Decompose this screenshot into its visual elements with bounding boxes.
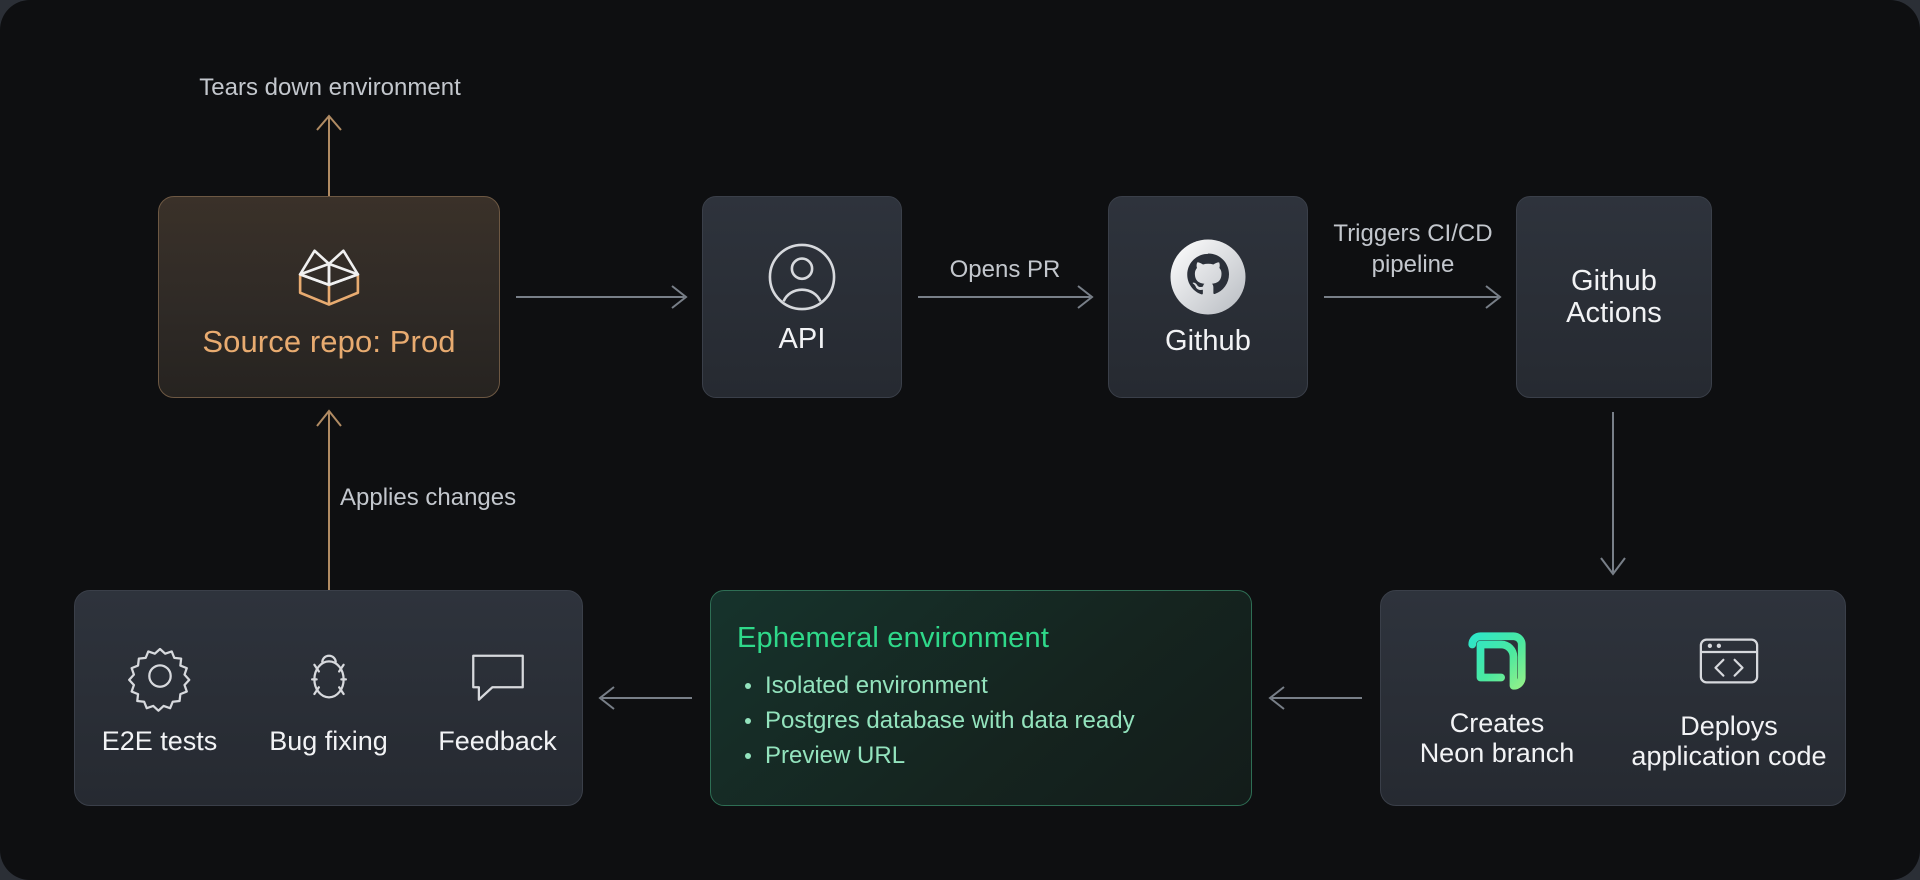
ephemeral-title: Ephemeral environment bbox=[737, 622, 1050, 655]
speech-bubble-icon bbox=[462, 640, 534, 712]
node-source-repo-label: Source repo: Prod bbox=[202, 323, 456, 359]
edge-deploy-to-ephemeral bbox=[1268, 686, 1362, 710]
tile-creates-neon-branch-label: Creates Neon branch bbox=[1420, 708, 1575, 768]
package-box-icon bbox=[287, 235, 371, 319]
code-window-icon bbox=[1693, 625, 1765, 697]
github-octocat-icon bbox=[1168, 237, 1248, 317]
edge-applies-changes bbox=[316, 409, 342, 590]
tile-bug-fixing-label: Bug fixing bbox=[269, 725, 388, 756]
edge-api-to-github bbox=[918, 285, 1094, 309]
tile-feedback-label: Feedback bbox=[438, 725, 557, 756]
tile-creates-neon-branch[interactable]: Creates Neon branch bbox=[1381, 628, 1613, 768]
tile-feedback[interactable]: Feedback bbox=[413, 640, 582, 756]
neon-logo-icon bbox=[1464, 628, 1530, 694]
edge-label-triggers-pipeline: Triggers CI/CD pipeline bbox=[1333, 220, 1493, 278]
edge-github-to-actions bbox=[1324, 285, 1502, 309]
node-github-actions-label-line2: Actions bbox=[1566, 297, 1662, 329]
list-item: Postgres database with data ready bbox=[737, 704, 1135, 739]
tile-bug-fixing[interactable]: Bug fixing bbox=[244, 640, 413, 756]
ephemeral-bullet-list: Isolated environment Postgres database w… bbox=[737, 669, 1135, 773]
tile-deploys-application-code-label: Deploys application code bbox=[1631, 711, 1826, 771]
node-github-label: Github bbox=[1164, 324, 1252, 357]
edge-source-to-api bbox=[516, 285, 688, 309]
tile-deploys-application-code-line2: application code bbox=[1631, 741, 1827, 771]
node-source-repo[interactable]: Source repo: Prod bbox=[158, 196, 500, 398]
tile-creates-neon-branch-line2: Neon branch bbox=[1419, 738, 1575, 768]
edge-tears-down bbox=[316, 114, 342, 196]
tile-deploys-application-code[interactable]: Deploys application code bbox=[1613, 625, 1845, 771]
node-github-actions-label-line1: Github bbox=[1570, 264, 1658, 297]
node-github[interactable]: Github bbox=[1108, 196, 1308, 398]
edge-label-applies-changes: Applies changes bbox=[340, 484, 517, 511]
edge-label-opens-pr: Opens PR bbox=[949, 256, 1061, 283]
node-feedback-loop[interactable]: E2E tests Bug fixing Feedback bbox=[74, 590, 583, 806]
node-api[interactable]: API bbox=[702, 196, 902, 398]
edge-label-tears-down: Tears down environment bbox=[199, 74, 461, 101]
node-api-label: API bbox=[778, 322, 826, 355]
tile-creates-neon-branch-line1: Creates bbox=[1449, 707, 1545, 738]
list-item: Isolated environment bbox=[737, 669, 1135, 704]
tile-e2e-tests[interactable]: E2E tests bbox=[75, 640, 244, 756]
edge-actions-to-deploy bbox=[1600, 412, 1626, 576]
node-deploy-actions[interactable]: Creates Neon branch Deploys application … bbox=[1380, 590, 1846, 806]
list-item: Preview URL bbox=[737, 739, 1135, 774]
gear-icon bbox=[124, 640, 196, 712]
user-circle-icon bbox=[764, 239, 840, 315]
node-ephemeral-environment[interactable]: Ephemeral environment Isolated environme… bbox=[710, 590, 1252, 806]
tile-deploys-application-code-line1: Deploys bbox=[1680, 710, 1778, 741]
node-github-actions[interactable]: Github Actions bbox=[1516, 196, 1712, 398]
tile-e2e-tests-label: E2E tests bbox=[101, 725, 218, 756]
bug-icon bbox=[293, 640, 365, 712]
edge-ephemeral-to-tests bbox=[598, 686, 692, 710]
